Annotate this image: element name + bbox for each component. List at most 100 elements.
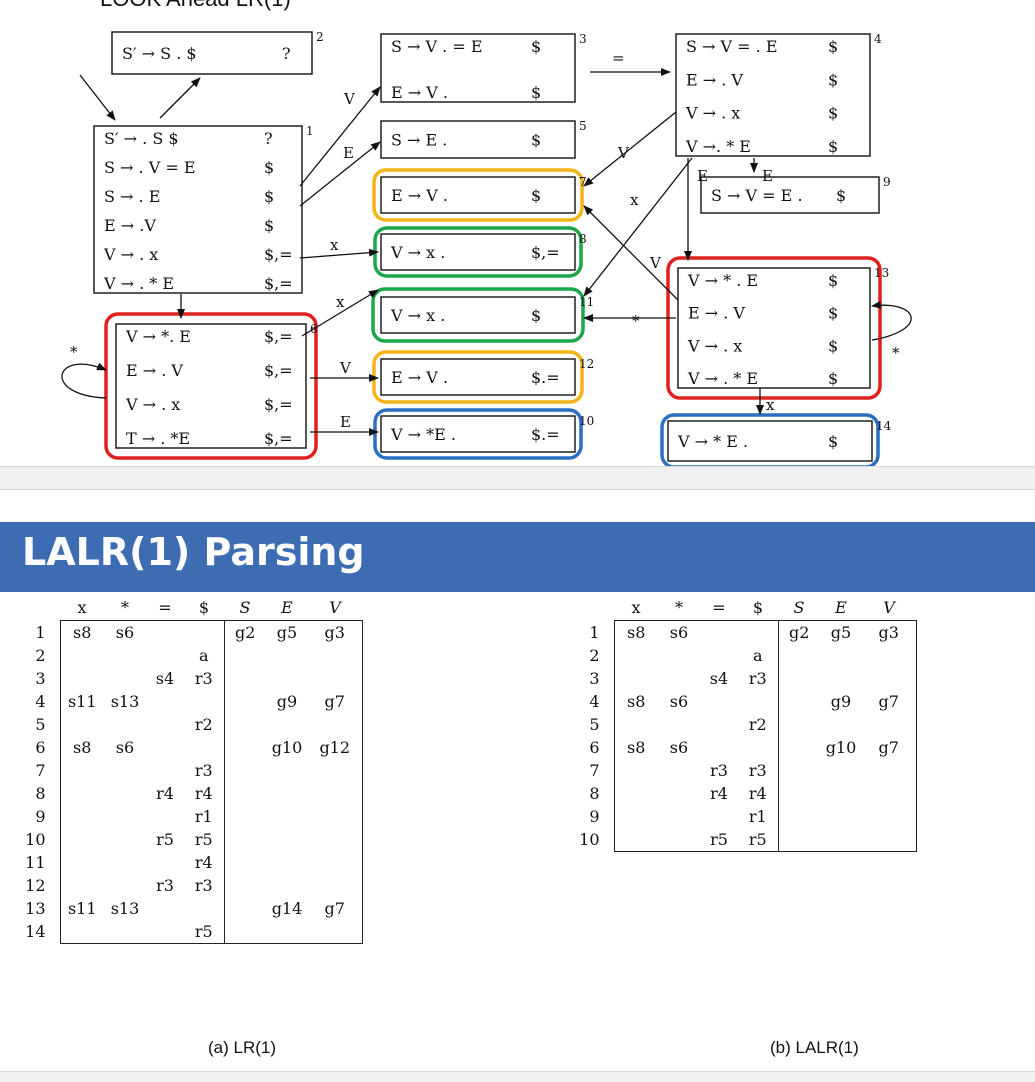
column-header: = [712,597,726,617]
action-cell [738,690,779,713]
action-cell: g7 [862,736,917,759]
item-production: S′ → . S $ [104,129,179,148]
action-cell [59,828,104,851]
action-cell: s6 [104,620,146,644]
item-lookahead: $ [836,186,846,205]
item-production: V → . x [103,245,158,264]
action-cell: r3 [184,874,225,897]
state-number-cell: 4 [589,692,600,711]
state-number-cell: 14 [25,922,46,942]
action-cell: r1 [738,805,779,828]
action-cell: r4 [184,851,225,874]
action-cell [820,782,862,805]
transition-label: x [336,293,345,311]
item-production: V → *. E [125,327,191,346]
action-cell [862,713,917,736]
action-cell: r5 [156,830,174,849]
action-cell [308,667,363,690]
action-cell [862,828,917,852]
transition-label: V [617,144,630,162]
action-cell [224,874,266,897]
action-cell: g12 [308,736,363,759]
action-cell [104,644,146,667]
action-cell: s6 [658,620,700,644]
action-cell [862,759,917,782]
item-production: V → . x [125,395,180,414]
action-cell: r4 [738,782,779,805]
action-cell [59,874,104,897]
action-cell [146,736,184,759]
action-cell [146,920,184,944]
action-cell [266,667,308,690]
action-cell: s8 [59,620,104,644]
action-cell: s8 [613,736,658,759]
action-cell [266,805,308,828]
action-cell: s4 [155,669,175,688]
action-cell [738,620,779,644]
action-cell [778,736,820,759]
transition-label: E [697,167,708,185]
state-number-cell: 3 [589,669,600,688]
item-production: V → * . E [687,271,758,290]
action-cell: r2 [184,713,225,736]
state-number-cell: 7 [35,761,46,780]
action-cell [862,805,917,828]
action-cell [820,667,862,690]
item-lookahead: $,= [264,429,293,448]
item-lookahead: $ [828,271,838,290]
action-cell: g5 [820,620,862,644]
item-lookahead: $ [828,104,838,123]
lalr1-table-caption: (b) LALR(1) [770,1038,859,1057]
state-number-cell: 7 [589,761,600,780]
action-cell [224,690,266,713]
item-production: V → x . [390,243,445,262]
action-cell [266,920,308,944]
action-cell [308,874,363,897]
state-number-cell: 10 [25,830,46,849]
header-corner [572,594,614,621]
item-production: V → . * E [687,369,758,388]
item-lookahead: $.= [531,368,560,387]
state-number: 10 [579,414,594,428]
action-cell: r1 [184,805,225,828]
action-cell: g2 [778,620,820,644]
state-number: 12 [579,357,594,371]
transition-arrow [871,300,912,341]
transition-arrow [583,111,677,187]
slide-title-fragment: LOOK Ahead LR(1) [100,0,291,12]
action-cell [266,828,308,851]
highlight-frame-14 [660,413,880,466]
column-header: S [239,597,251,617]
action-cell [308,828,363,851]
item-lookahead: $ [828,70,838,89]
action-cell [146,851,184,874]
column-header: E [281,597,293,617]
column-header: * [675,597,683,617]
item-lookahead: $ [264,158,274,177]
header-corner [18,594,60,621]
column-header: = [158,597,172,617]
action-cell: r5 [738,828,779,852]
transition-label: E [343,144,354,162]
action-cell [778,713,820,736]
action-cell: r4 [156,784,174,803]
section-title: LALR(1) Parsing [22,530,365,574]
action-cell: r3 [738,667,779,690]
lr1-state-diagram: S′ → S . $?2S′ → . S $?S → . V = E$S → .… [61,30,912,466]
action-cell [658,759,700,782]
action-cell [266,874,308,897]
item-production: E → V . [391,186,448,205]
action-cell [59,644,104,667]
action-cell [224,782,266,805]
action-cell [59,667,104,690]
